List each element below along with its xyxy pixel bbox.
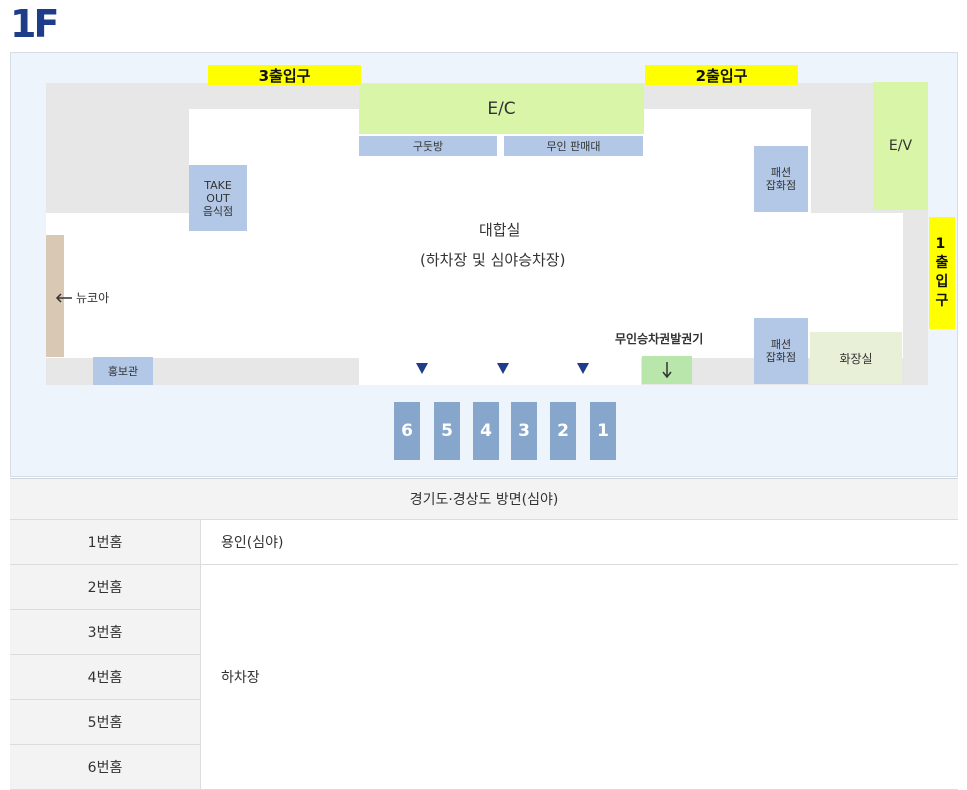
platform-1[interactable]: 1	[590, 402, 616, 460]
platform-2[interactable]: 2	[550, 402, 576, 460]
platform-table: 경기도·경상도 방면(심야) 1번홈 용인(심야) 2번홈 하차장 3번홈 4번…	[10, 479, 958, 790]
platform-name: 1번홈	[10, 519, 201, 565]
platform-6[interactable]: 6	[394, 402, 420, 460]
platform-name: 3번홈	[10, 609, 201, 655]
restroom[interactable]: 화장실	[810, 332, 902, 384]
fashion-shop-bottom[interactable]: 패션 잡화점	[754, 318, 808, 384]
table-row: 4번홈	[10, 654, 958, 700]
entrance-1[interactable]: 1 출 입 구	[929, 217, 955, 329]
platform-name: 2번홈	[10, 564, 201, 610]
exit-triangle-icon	[416, 363, 428, 374]
newcore-label: 뉴코아	[76, 291, 110, 305]
fashion-shop-top[interactable]: 패션 잡화점	[754, 146, 808, 212]
exit-triangle-icon	[497, 363, 509, 374]
table-row: 5번홈	[10, 699, 958, 745]
platform-table-container: 경기도·경상도 방면(심야) 1번홈 용인(심야) 2번홈 하차장 3번홈 4번…	[10, 478, 958, 790]
newcore-direction: 뉴코아	[55, 289, 109, 306]
table-row: 3번홈	[10, 609, 958, 655]
floor-map: 3출입구 2출입구 1 출 입 구 E/C E/V 구둣방 무인 판매대 TAK…	[10, 52, 958, 477]
elevator[interactable]: E/V	[873, 82, 928, 210]
escalator[interactable]: E/C	[359, 84, 644, 134]
shoe-repair-shop[interactable]: 구둣방	[359, 136, 497, 156]
platform-name: 5번홈	[10, 699, 201, 745]
waiting-room-label: 대합실	[479, 221, 521, 239]
waiting-room-sublabel: (하차장 및 심야승차장)	[420, 251, 566, 269]
ticket-machine-label: 무인승차권발권기	[615, 332, 704, 346]
entrance-2[interactable]: 2출입구	[645, 65, 798, 85]
floor-title: 1F	[10, 2, 59, 46]
platform-name: 6번홈	[10, 744, 201, 790]
down-arrow-icon	[662, 362, 672, 379]
restroom-label: 화장실	[839, 351, 873, 366]
promo-hall[interactable]: 홍보관	[93, 357, 153, 385]
takeout-restaurant[interactable]: TAKE OUT 음식점	[189, 165, 247, 231]
escalator-label: E/C	[487, 99, 516, 119]
table-header-row: 경기도·경상도 방면(심야)	[10, 479, 958, 520]
left-arrow-icon	[55, 292, 72, 303]
platform-name: 4번홈	[10, 654, 201, 700]
elevator-label: E/V	[888, 138, 913, 154]
exit-triangle-icon	[577, 363, 589, 374]
platform-destination: 하차장	[200, 564, 958, 790]
newcore-wall	[46, 235, 64, 357]
table-row: 2번홈 하차장	[10, 564, 958, 790]
ticket-machine[interactable]	[642, 356, 692, 384]
table-header: 경기도·경상도 방면(심야)	[10, 479, 958, 520]
platform-4[interactable]: 4	[473, 402, 499, 460]
platform-3[interactable]: 3	[511, 402, 537, 460]
vending-stand[interactable]: 무인 판매대	[504, 136, 643, 156]
entrance-3[interactable]: 3출입구	[208, 65, 361, 85]
platform-5[interactable]: 5	[434, 402, 460, 460]
table-row: 1번홈 용인(심야)	[10, 519, 958, 565]
platform-destination: 용인(심야)	[200, 519, 958, 565]
